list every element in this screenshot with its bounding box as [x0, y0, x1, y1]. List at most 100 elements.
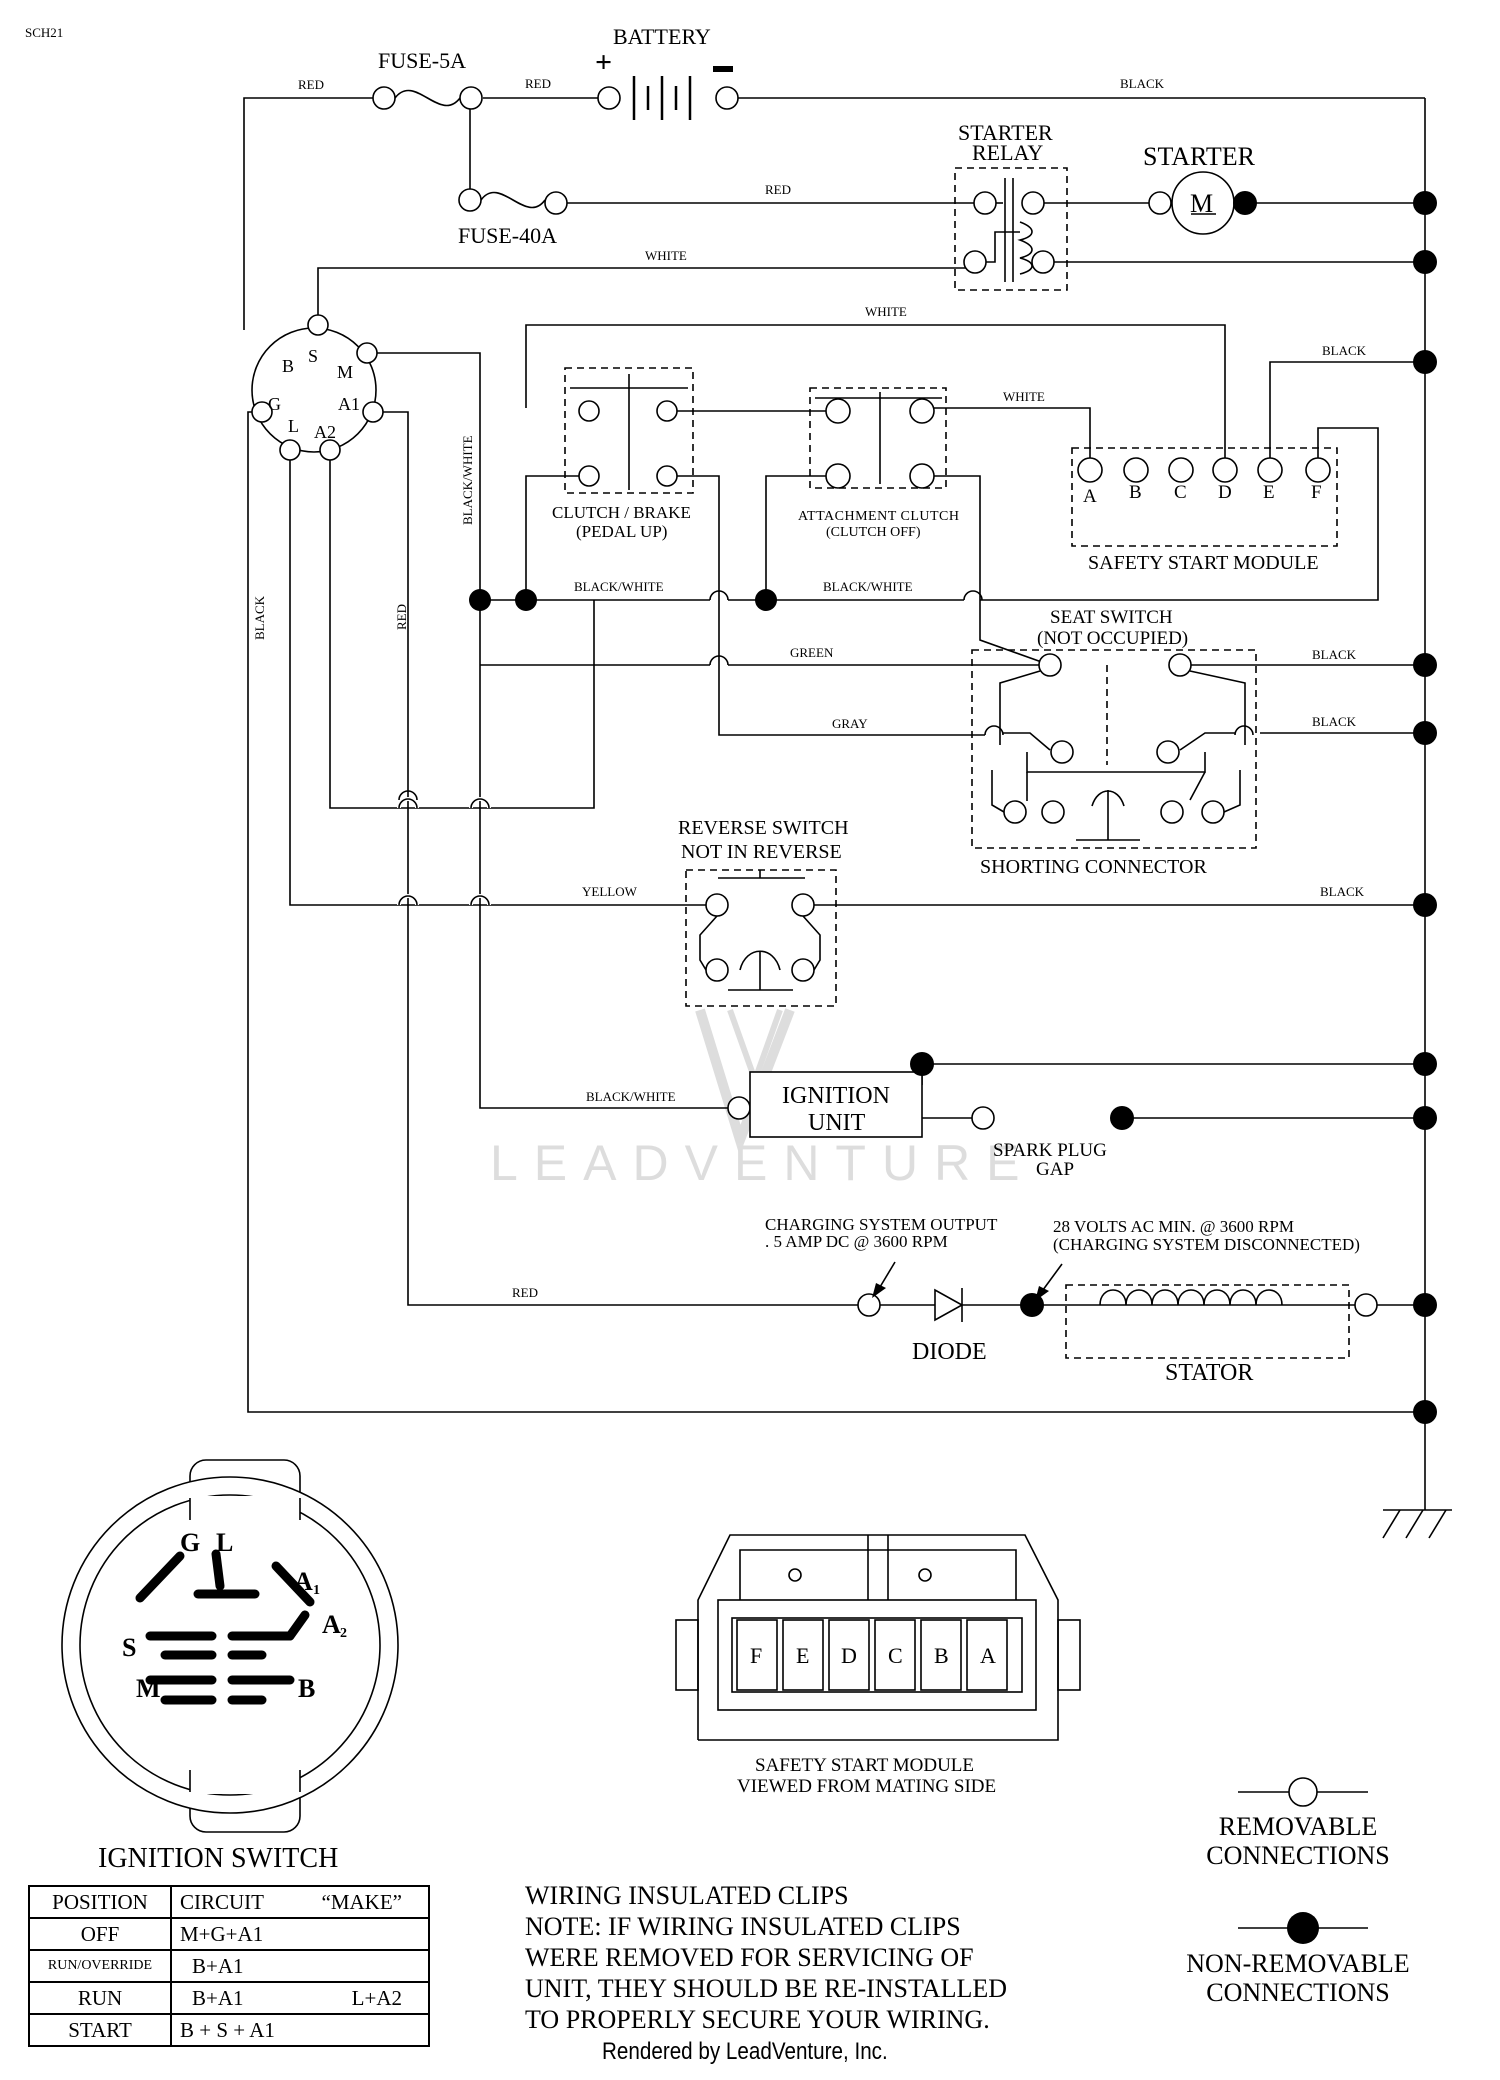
ignition-terminal-label: A1: [338, 394, 360, 414]
ssm-label: SAFETY START MODULE: [1088, 552, 1319, 574]
battery-minus-icon: [713, 66, 733, 72]
starter-relay: STARTER RELAY: [954, 120, 1068, 291]
wire-label-red: RED: [512, 1285, 538, 1300]
legend-text: CONNECTIONS: [1206, 1841, 1390, 1870]
switch-face-letter: 1: [313, 1583, 320, 1598]
wire-label-green: GREEN: [790, 645, 834, 660]
circuit-value: B + S + A1: [180, 2017, 275, 2042]
circuit-value: B+A1: [192, 1953, 244, 1978]
table-header-make: “MAKE”: [321, 1889, 402, 1914]
ssm-terminal-label: C: [1174, 482, 1187, 503]
fuse-5a: FUSE-5A: [372, 48, 483, 110]
schematic-code: SCH21: [25, 25, 63, 40]
circuit-value: M+G+A1: [180, 1921, 264, 1946]
reverse-switch-label: NOT IN REVERSE: [681, 841, 842, 863]
wire-label-black-white: BLACK/WHITE: [460, 435, 475, 525]
connector-letter: F: [750, 1643, 762, 1668]
ssm-terminal-label: F: [1311, 482, 1322, 503]
reverse-switch: REVERSE SWITCH NOT IN REVERSE: [678, 817, 849, 1007]
switch-face-letter: S: [122, 1633, 136, 1662]
note-line: TO PROPERLY SECURE YOUR WIRING.: [525, 2005, 990, 2034]
table-cell-position: RUN: [28, 1981, 172, 2015]
starter-relay-label: STARTER: [958, 120, 1053, 145]
wire-label-white: WHITE: [865, 304, 907, 319]
switch-face-letter: L: [216, 1528, 233, 1557]
table-cell-position: RUN/OVERRIDE: [28, 1949, 172, 1983]
volts-label: (CHARGING SYSTEM DISCONNECTED): [1053, 1235, 1360, 1254]
wire-label-black: BLACK: [1320, 884, 1365, 899]
wire-label-red: RED: [765, 182, 791, 197]
wire-label-red: RED: [525, 76, 551, 91]
ssm-terminal-label: B: [1129, 482, 1142, 503]
table-row: START B + S + A1: [28, 2013, 430, 2047]
clutch-brake-label: CLUTCH / BRAKE: [552, 503, 691, 522]
clutch-brake-switch: CLUTCH / BRAKE (PEDAL UP): [552, 367, 694, 541]
table-cell-circuit: B+A1: [170, 1949, 430, 1983]
wire-label-black: BLACK: [252, 595, 267, 640]
switch-face-letter: G: [180, 1528, 200, 1557]
battery: + BATTERY: [595, 24, 739, 120]
table-cell-position: START: [28, 2013, 172, 2047]
legend-nonremovable: NON-REMOVABLE CONNECTIONS: [1168, 1949, 1428, 2007]
wire-label-gray: GRAY: [832, 716, 868, 731]
ignition-switch-title: IGNITION SWITCH: [98, 1843, 338, 1874]
ssm-terminal-label: E: [1263, 482, 1275, 503]
switch-face-letter: A: [322, 1610, 341, 1639]
wire-label-red: RED: [298, 77, 324, 92]
watermark-text: LEADVENTURE: [490, 1135, 1036, 1191]
motor-icon: M: [1190, 189, 1213, 218]
wires: [243, 97, 1452, 1539]
nonremovable-connection-icon: [1287, 1912, 1319, 1944]
wire-label-yellow: YELLOW: [582, 884, 638, 899]
legend-text: NON-REMOVABLE: [1186, 1949, 1410, 1978]
table-header: POSITION: [28, 1885, 172, 1919]
clutch-brake-label: (PEDAL UP): [576, 522, 667, 541]
wire-labels: RED RED BLACK RED WHITE WHITE BLACK WHIT…: [252, 76, 1367, 1300]
note-line: UNIT, THEY SHOULD BE RE-INSTALLED: [525, 1974, 1007, 2003]
ignition-terminal-label: L: [288, 416, 299, 436]
table-row: RUN B+A1 L+A2: [28, 1981, 430, 2015]
fuse-40a-label: FUSE-40A: [458, 223, 557, 248]
volts-label: 28 VOLTS AC MIN. @ 3600 RPM: [1053, 1217, 1294, 1236]
table-cell-circuit: M+G+A1: [170, 1917, 430, 1951]
wire-label-white: WHITE: [645, 248, 687, 263]
charging-system: CHARGING SYSTEM OUTPUT . 5 AMP DC @ 3600…: [765, 1215, 1378, 1386]
ssm-view-label: SAFETY START MODULE: [755, 1755, 974, 1776]
ignition-terminal-label: A2: [314, 422, 336, 442]
ssm-terminal-label: A: [1083, 486, 1097, 507]
starter-relay-label: RELAY: [972, 140, 1043, 165]
wire-label-black-white: BLACK/WHITE: [823, 579, 913, 594]
switch-face-letter: M: [136, 1674, 161, 1703]
fuse-5a-label: FUSE-5A: [378, 48, 466, 73]
ignition-terminal-label: M: [337, 362, 353, 382]
spark-plug-label: SPARK PLUG: [993, 1140, 1107, 1161]
footer-credit: Rendered by LeadVenture, Inc.: [602, 2038, 888, 2065]
seat-switch: SEAT SWITCH (NOT OCCUPIED) SHORTING CONN…: [971, 607, 1257, 878]
reverse-switch-label: REVERSE SWITCH: [678, 817, 849, 839]
wire-label-black-white: BLACK/WHITE: [574, 579, 664, 594]
shorting-connector-label: SHORTING CONNECTOR: [980, 856, 1207, 878]
ignition-terminal-label: S: [308, 346, 318, 366]
seat-switch-label: SEAT SWITCH: [1050, 607, 1173, 628]
table-header-circuit: CIRCUIT: [180, 1889, 264, 1914]
table-cell-position: OFF: [28, 1917, 172, 1951]
table-row: RUN/OVERRIDE B+A1: [28, 1949, 430, 1983]
ssm-terminal-label: D: [1218, 482, 1232, 503]
circuit-extra-value: L+A2: [351, 1985, 402, 2010]
ssm-connector-view: F E D C B A SAFETY START MODULE VIEWED F…: [675, 1534, 1081, 1797]
removable-connection-icon: [1288, 1777, 1318, 1807]
starter-motor: M STARTER: [1143, 142, 1257, 235]
switch-face-letter: 2: [340, 1626, 347, 1641]
wire-label-black: BLACK: [1312, 714, 1357, 729]
circuit-value: B+A1: [192, 1985, 244, 2010]
connector-letter: E: [796, 1643, 809, 1668]
charge-output-label: . 5 AMP DC @ 3600 RPM: [765, 1232, 948, 1251]
switch-face-letter: B: [298, 1674, 315, 1703]
safety-start-module: A B C D E F SAFETY START MODULE: [1071, 447, 1338, 574]
legend-text: CONNECTIONS: [1206, 1978, 1390, 2007]
ignition-position-table: POSITION CIRCUIT “MAKE” OFF M+G+A1 RUN/OV…: [28, 1885, 430, 2047]
wire-label-black-white: BLACK/WHITE: [586, 1089, 676, 1104]
table-cell-circuit: B + S + A1: [170, 2013, 430, 2047]
battery-plus-icon: +: [595, 46, 612, 79]
